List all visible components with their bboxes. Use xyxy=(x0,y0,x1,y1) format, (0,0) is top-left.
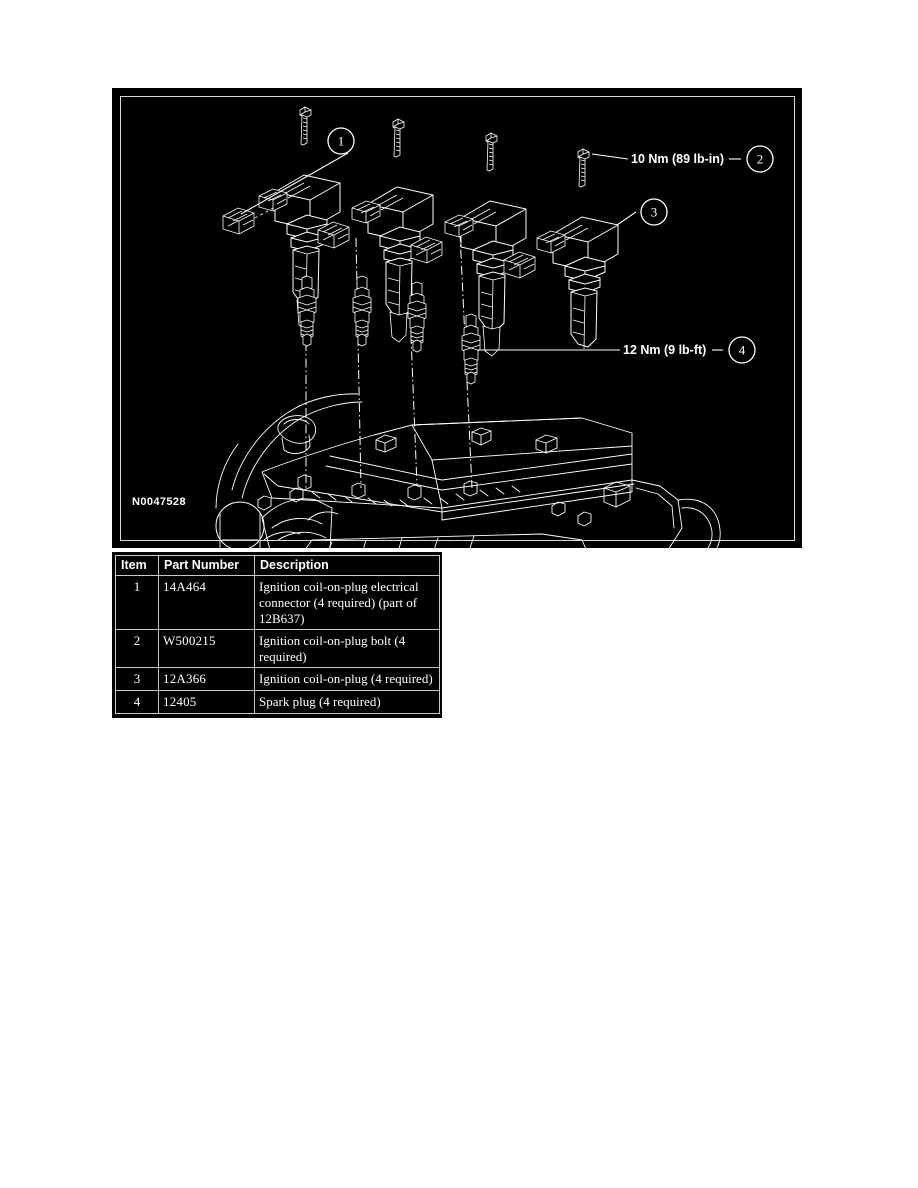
callout-3: 3 xyxy=(640,198,668,226)
coil-collar-4 xyxy=(564,256,606,294)
cell-description: Ignition coil-on-plug (4 required) xyxy=(254,667,440,692)
coil-boot-3 xyxy=(478,271,506,357)
spark-plug-2 xyxy=(352,275,372,347)
torque-label-spark-plug: 12 Nm (9 lb-ft) xyxy=(623,343,706,357)
callout-2-number: 2 xyxy=(757,152,764,167)
coil-body-2 xyxy=(351,186,434,242)
callout-1: 1 xyxy=(327,127,355,155)
coil-bolt-3 xyxy=(485,132,498,172)
electrical-connector-3 xyxy=(410,236,443,264)
coil-on-plug-assembly-4 xyxy=(503,148,619,350)
cell-description: Ignition coil-on-plug electrical connect… xyxy=(254,575,440,631)
engine-assembly xyxy=(215,393,721,548)
figure-panel: 10 Nm (89 lb-in) 12 Nm (9 lb-ft) 1 2 3 4… xyxy=(112,88,802,548)
electrical-connector-4 xyxy=(503,251,536,279)
leader-line-2 xyxy=(591,153,629,160)
coil-collar-1 xyxy=(286,214,328,252)
coil-collar-3 xyxy=(472,240,514,278)
coil-bolt-4 xyxy=(577,148,590,188)
coil-bolt-2 xyxy=(392,118,405,158)
coil-boot-2 xyxy=(385,257,413,343)
cell-item: 4 xyxy=(115,690,159,715)
spark-plug-1 xyxy=(297,275,317,347)
spark-plug-4 xyxy=(461,313,481,385)
cell-description: Ignition coil-on-plug bolt (4 required) xyxy=(254,629,440,669)
coil-bolt-1 xyxy=(299,106,312,146)
cell-item: 2 xyxy=(115,629,159,669)
electrical-connector-2 xyxy=(317,221,350,249)
cell-part-number: 12A366 xyxy=(158,667,255,692)
cell-part-number: 14A464 xyxy=(158,575,255,631)
coil-on-plug-assembly-1 xyxy=(222,106,341,331)
coil-on-plug-assembly-3 xyxy=(410,132,527,357)
column-header-part-number: Part Number xyxy=(158,554,255,577)
callout-1-number: 1 xyxy=(338,134,345,149)
table-row: 1 14A464 Ignition coil-on-plug electrica… xyxy=(115,575,440,631)
cell-part-number: W500215 xyxy=(158,629,255,669)
callout-2: 2 xyxy=(746,145,774,173)
cell-part-number: 12405 xyxy=(158,690,255,715)
table-row: 2 W500215 Ignition coil-on-plug bolt (4 … xyxy=(115,629,440,669)
coil-body-3 xyxy=(444,200,527,256)
exploded-view-illustration: 10 Nm (89 lb-in) 12 Nm (9 lb-ft) 1 2 3 4 xyxy=(215,106,774,548)
leader-line-1 xyxy=(240,152,349,215)
callout-3-number: 3 xyxy=(651,205,658,220)
leader-line-3 xyxy=(616,211,637,226)
callout-leaders xyxy=(240,152,741,351)
callout-4: 4 xyxy=(728,336,756,364)
callout-4-number: 4 xyxy=(739,343,746,358)
spark-plug-3 xyxy=(407,281,427,353)
figure-id-label: N0047528 xyxy=(132,496,186,508)
coil-boot-4 xyxy=(570,287,598,350)
cell-item: 1 xyxy=(115,575,159,631)
table-row: 4 12405 Spark plug (4 required) xyxy=(115,690,440,715)
table-header-row: Item Part Number Description xyxy=(115,554,440,577)
coil-on-plug-assembly-2 xyxy=(317,118,434,343)
parts-table-container: Item Part Number Description 1 14A464 Ig… xyxy=(112,552,442,719)
torque-label-coil-bolt: 10 Nm (89 lb-in) xyxy=(631,152,724,166)
coil-collar-2 xyxy=(379,226,421,264)
table-row: 3 12A366 Ignition coil-on-plug (4 requir… xyxy=(115,667,440,692)
column-header-item: Item xyxy=(115,554,159,577)
cell-description: Spark plug (4 required) xyxy=(254,690,440,715)
cell-item: 3 xyxy=(115,667,159,692)
parts-table: Item Part Number Description 1 14A464 Ig… xyxy=(115,554,440,715)
electrical-connector-1 xyxy=(222,207,255,235)
coil-body-1 xyxy=(258,174,341,230)
column-header-description: Description xyxy=(254,554,440,577)
